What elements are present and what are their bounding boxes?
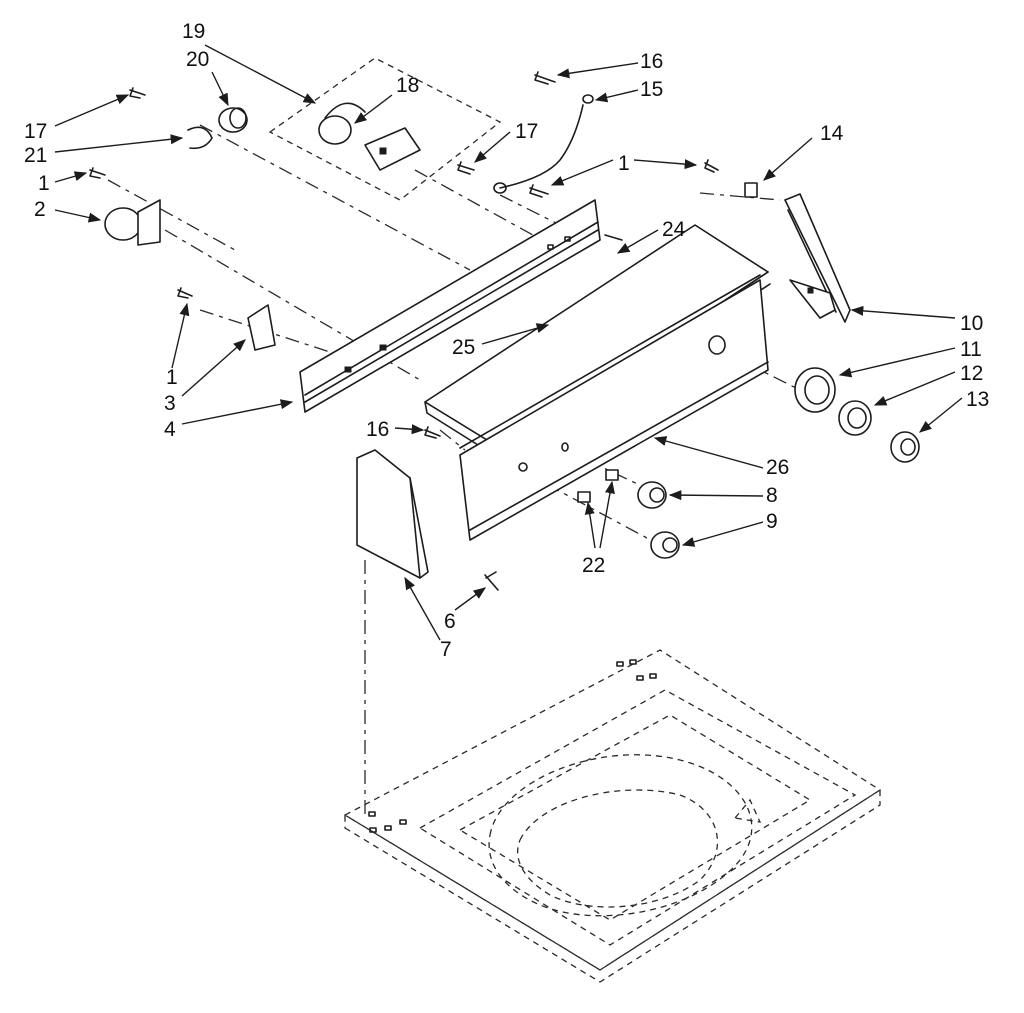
callout-18: 18 <box>396 74 419 97</box>
callout-9: 9 <box>766 510 778 533</box>
callout-3: 3 <box>164 392 176 415</box>
assembly-lines <box>107 57 801 820</box>
console-panel <box>459 274 769 541</box>
callout-1: 1 <box>166 366 178 389</box>
callout-7: 7 <box>440 638 452 661</box>
callout-19: 19 <box>182 20 205 43</box>
callout-11: 11 <box>960 338 982 361</box>
callout-21: 21 <box>24 144 47 167</box>
end-cap <box>356 449 429 579</box>
leader-lines <box>54 44 963 641</box>
callout-13: 13 <box>966 388 989 411</box>
callout-8: 8 <box>766 484 778 507</box>
callout-15: 15 <box>640 78 663 101</box>
callout-17: 17 <box>515 120 538 143</box>
callout-22: 22 <box>582 554 605 577</box>
callout-labels: 19 20 18 17 21 1 2 16 15 17 1 14 24 25 1… <box>24 20 989 661</box>
callout-25: 25 <box>452 336 475 359</box>
callout-10: 10 <box>960 312 983 335</box>
cabinet-top <box>343 649 882 983</box>
callout-6: 6 <box>444 610 456 633</box>
callout-16: 16 <box>366 418 389 441</box>
callout-26: 26 <box>766 456 789 479</box>
callout-4: 4 <box>164 418 176 441</box>
cabinet-holes <box>368 659 657 833</box>
callout-14: 14 <box>820 122 844 145</box>
callout-12: 12 <box>960 362 983 385</box>
rear-rail <box>299 199 601 413</box>
callout-17: 17 <box>24 120 47 143</box>
console-end <box>784 193 851 323</box>
callout-20: 20 <box>186 48 209 71</box>
callout-1: 1 <box>38 172 50 195</box>
callout-2: 2 <box>34 198 46 221</box>
callout-1: 1 <box>618 152 630 175</box>
callout-24: 24 <box>662 218 686 241</box>
callout-16: 16 <box>640 50 663 73</box>
small-parts <box>89 71 920 591</box>
